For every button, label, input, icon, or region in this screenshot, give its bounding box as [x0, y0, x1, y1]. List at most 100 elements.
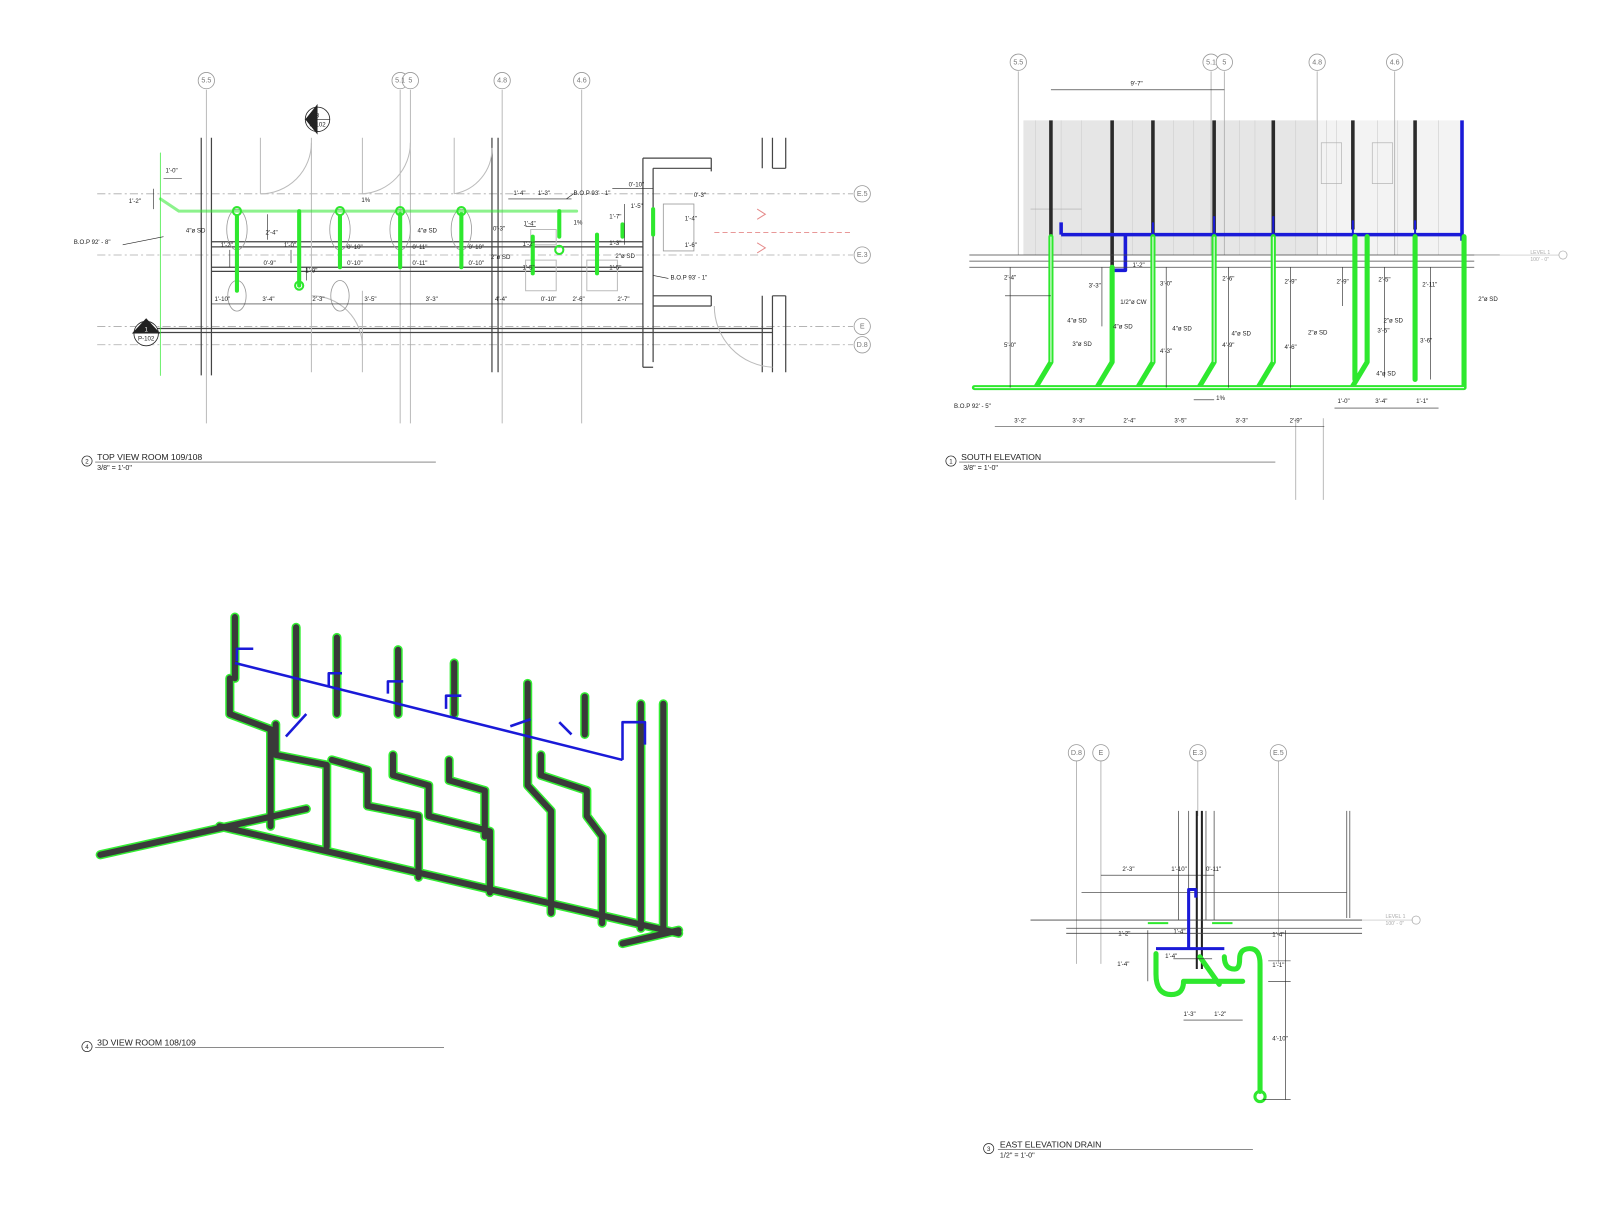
grid-bubble-label: E: [860, 322, 865, 330]
top-view-grid-bubbles: [197, 72, 871, 354]
east-sanitary-piping: [1147, 922, 1267, 1104]
dimension-label: 1'-1": [1272, 962, 1284, 969]
section-mark-sheet: P-102: [138, 336, 155, 343]
level-elevation: 100' - 0": [1530, 257, 1549, 263]
dimension-label: 2'-4": [266, 230, 278, 237]
dimension-label: 0'-10": [468, 260, 484, 267]
vent-stacks: [1049, 120, 1417, 276]
dimension-label: 3'-4": [1375, 398, 1387, 405]
view-title: TOP VIEW ROOM 109/108: [97, 452, 202, 462]
dimension-label: 0'-10": [468, 244, 484, 251]
south-elevation-drawing: LEVEL 1 100' - 0" 1 SOUTH ELEVATION 3/8"…: [945, 53, 1568, 500]
dimension-label: 4'-4": [495, 296, 507, 303]
dimension-label: 1%: [574, 219, 583, 226]
dimension-label: 1'-2": [1214, 1011, 1226, 1018]
dimension-label: 0'-10": [629, 182, 645, 189]
dimension-label: 3"ø SD: [1072, 341, 1092, 348]
dimension-label: 0'-3": [493, 226, 505, 233]
dimension-label: 1'-0": [1338, 398, 1350, 405]
top-view-drawing: 3 P-102 1 P-102 2 TOP VIEW ROOM 109/108 …: [81, 72, 871, 472]
dimension-label: 2'-6": [573, 296, 585, 303]
dimension-label: 4"ø SD: [417, 228, 437, 235]
grid-bubble-label: E.5: [1273, 749, 1284, 757]
section-mark-1[interactable]: 1 P-102: [131, 318, 161, 347]
dimension-label: 0'-10": [347, 260, 363, 267]
grid-bubble-label: 4.8: [1312, 58, 1322, 66]
dimension-label: 5'-0": [1004, 342, 1016, 349]
dimension-label: 1'-1": [1416, 398, 1428, 405]
level-name: LEVEL 1: [1385, 914, 1405, 920]
dimension-label: 9'-7": [1130, 81, 1142, 88]
wall-panel-lines: [1030, 120, 1439, 256]
dimension-label: 2'-4": [1123, 417, 1135, 424]
dimension-label: B.O.P 93' - 1": [574, 190, 611, 197]
dimension-label: 4"ø SD: [1067, 317, 1087, 324]
grid-bubble-label: 5: [1222, 58, 1226, 66]
dimension-label: 2"ø SD: [615, 253, 635, 260]
dimension-label: 1'-7": [609, 213, 621, 220]
dimension-label: 3'-6": [1420, 338, 1432, 345]
dimension-label: 4"ø SD: [1376, 370, 1396, 377]
dimension-label: 2'-6": [1222, 276, 1234, 283]
grid-bubble-label: E: [1099, 749, 1104, 757]
dimension-label: 4"ø SD: [1172, 325, 1192, 332]
top-view-dimension-lines: [122, 178, 669, 305]
view-title: 3D VIEW ROOM 108/109: [97, 1038, 196, 1048]
section-mark-number: 3: [316, 112, 320, 119]
level-name: LEVEL 1: [1530, 250, 1550, 256]
level-marker: LEVEL 1 100' - 0": [1474, 250, 1568, 263]
grid-bubble-label: 4.6: [577, 77, 587, 85]
dimension-label: 1/2"ø CW: [1120, 299, 1147, 306]
dimension-label: 1'-5": [631, 203, 643, 210]
south-sanitary-piping: [971, 234, 1467, 391]
view-number: 2: [85, 459, 89, 466]
dimension-label: 1'-4": [1165, 953, 1177, 960]
dimension-label: 4"ø SD: [186, 228, 206, 235]
dimension-label: 1'-2": [1133, 262, 1145, 269]
view-scale: 3/8" = 1'-0": [97, 464, 132, 472]
dimension-label: 3'-0": [1160, 281, 1172, 288]
view-scale: 3/8" = 1'-0": [963, 464, 998, 472]
grid-bubble-label: 5: [408, 77, 412, 85]
dimension-label: 1'-4": [685, 215, 697, 222]
dimension-label: 3'-3": [1072, 417, 1084, 424]
view-number: 3: [987, 1146, 991, 1153]
dimension-label: 2"ø SD: [491, 254, 511, 261]
dimension-label: 0'-3": [694, 192, 706, 199]
dimension-label: 2'-11": [1422, 282, 1437, 289]
grid-bubble-label: 5.5: [201, 77, 211, 85]
dimension-label: 0'-11": [412, 260, 427, 267]
view-scale: 1/2" = 1'-0": [1000, 1152, 1035, 1160]
east-wall-lines: [1081, 810, 1351, 970]
grid-bubble-label: 4.8: [497, 77, 507, 85]
3d-view-drawing: 4 3D VIEW ROOM 108/109: [81, 612, 684, 1053]
dimension-label: 1'-4": [1173, 928, 1185, 935]
top-view-title-block: 2 TOP VIEW ROOM 109/108 3/8" = 1'-0": [81, 452, 436, 472]
dimension-label: 2'-7": [617, 296, 629, 303]
grid-bubble-label: 5.1: [1206, 58, 1216, 66]
grid-bubble-label: E.5: [857, 190, 868, 198]
dimension-label: 3'-5": [364, 296, 376, 303]
dimension-label: 2"ø SD: [1308, 330, 1328, 337]
top-view-sanitary-piping: [158, 152, 656, 376]
dimension-label: 2'-9": [1337, 279, 1349, 286]
dimension-label: 1'-5": [523, 264, 535, 271]
dimension-label: 0'-10": [347, 244, 363, 251]
dimension-label: 4'-9": [1222, 342, 1234, 349]
section-mark-3[interactable]: 3 P-102: [304, 104, 331, 135]
dimension-label: 0'-10": [541, 296, 557, 303]
dimension-label: 1'-2": [221, 242, 233, 249]
south-cold-water-piping: [1059, 120, 1464, 273]
dimension-label: 1'-3": [538, 190, 550, 197]
south-grid-bubbles: [1009, 53, 1404, 71]
dimension-label: 3'-5": [1174, 417, 1186, 424]
east-level-marker: LEVEL 1 100' - 0": [1362, 914, 1421, 927]
dimension-label: 4'-10": [1272, 1035, 1288, 1042]
dimension-label: 2'-9": [1285, 279, 1297, 286]
dimension-label: 1'-4": [513, 190, 525, 197]
view-title: EAST ELEVATION DRAIN: [1000, 1140, 1102, 1150]
view-title: SOUTH ELEVATION: [961, 452, 1041, 462]
dimension-label: B.O.P 92' - 8": [74, 239, 111, 246]
